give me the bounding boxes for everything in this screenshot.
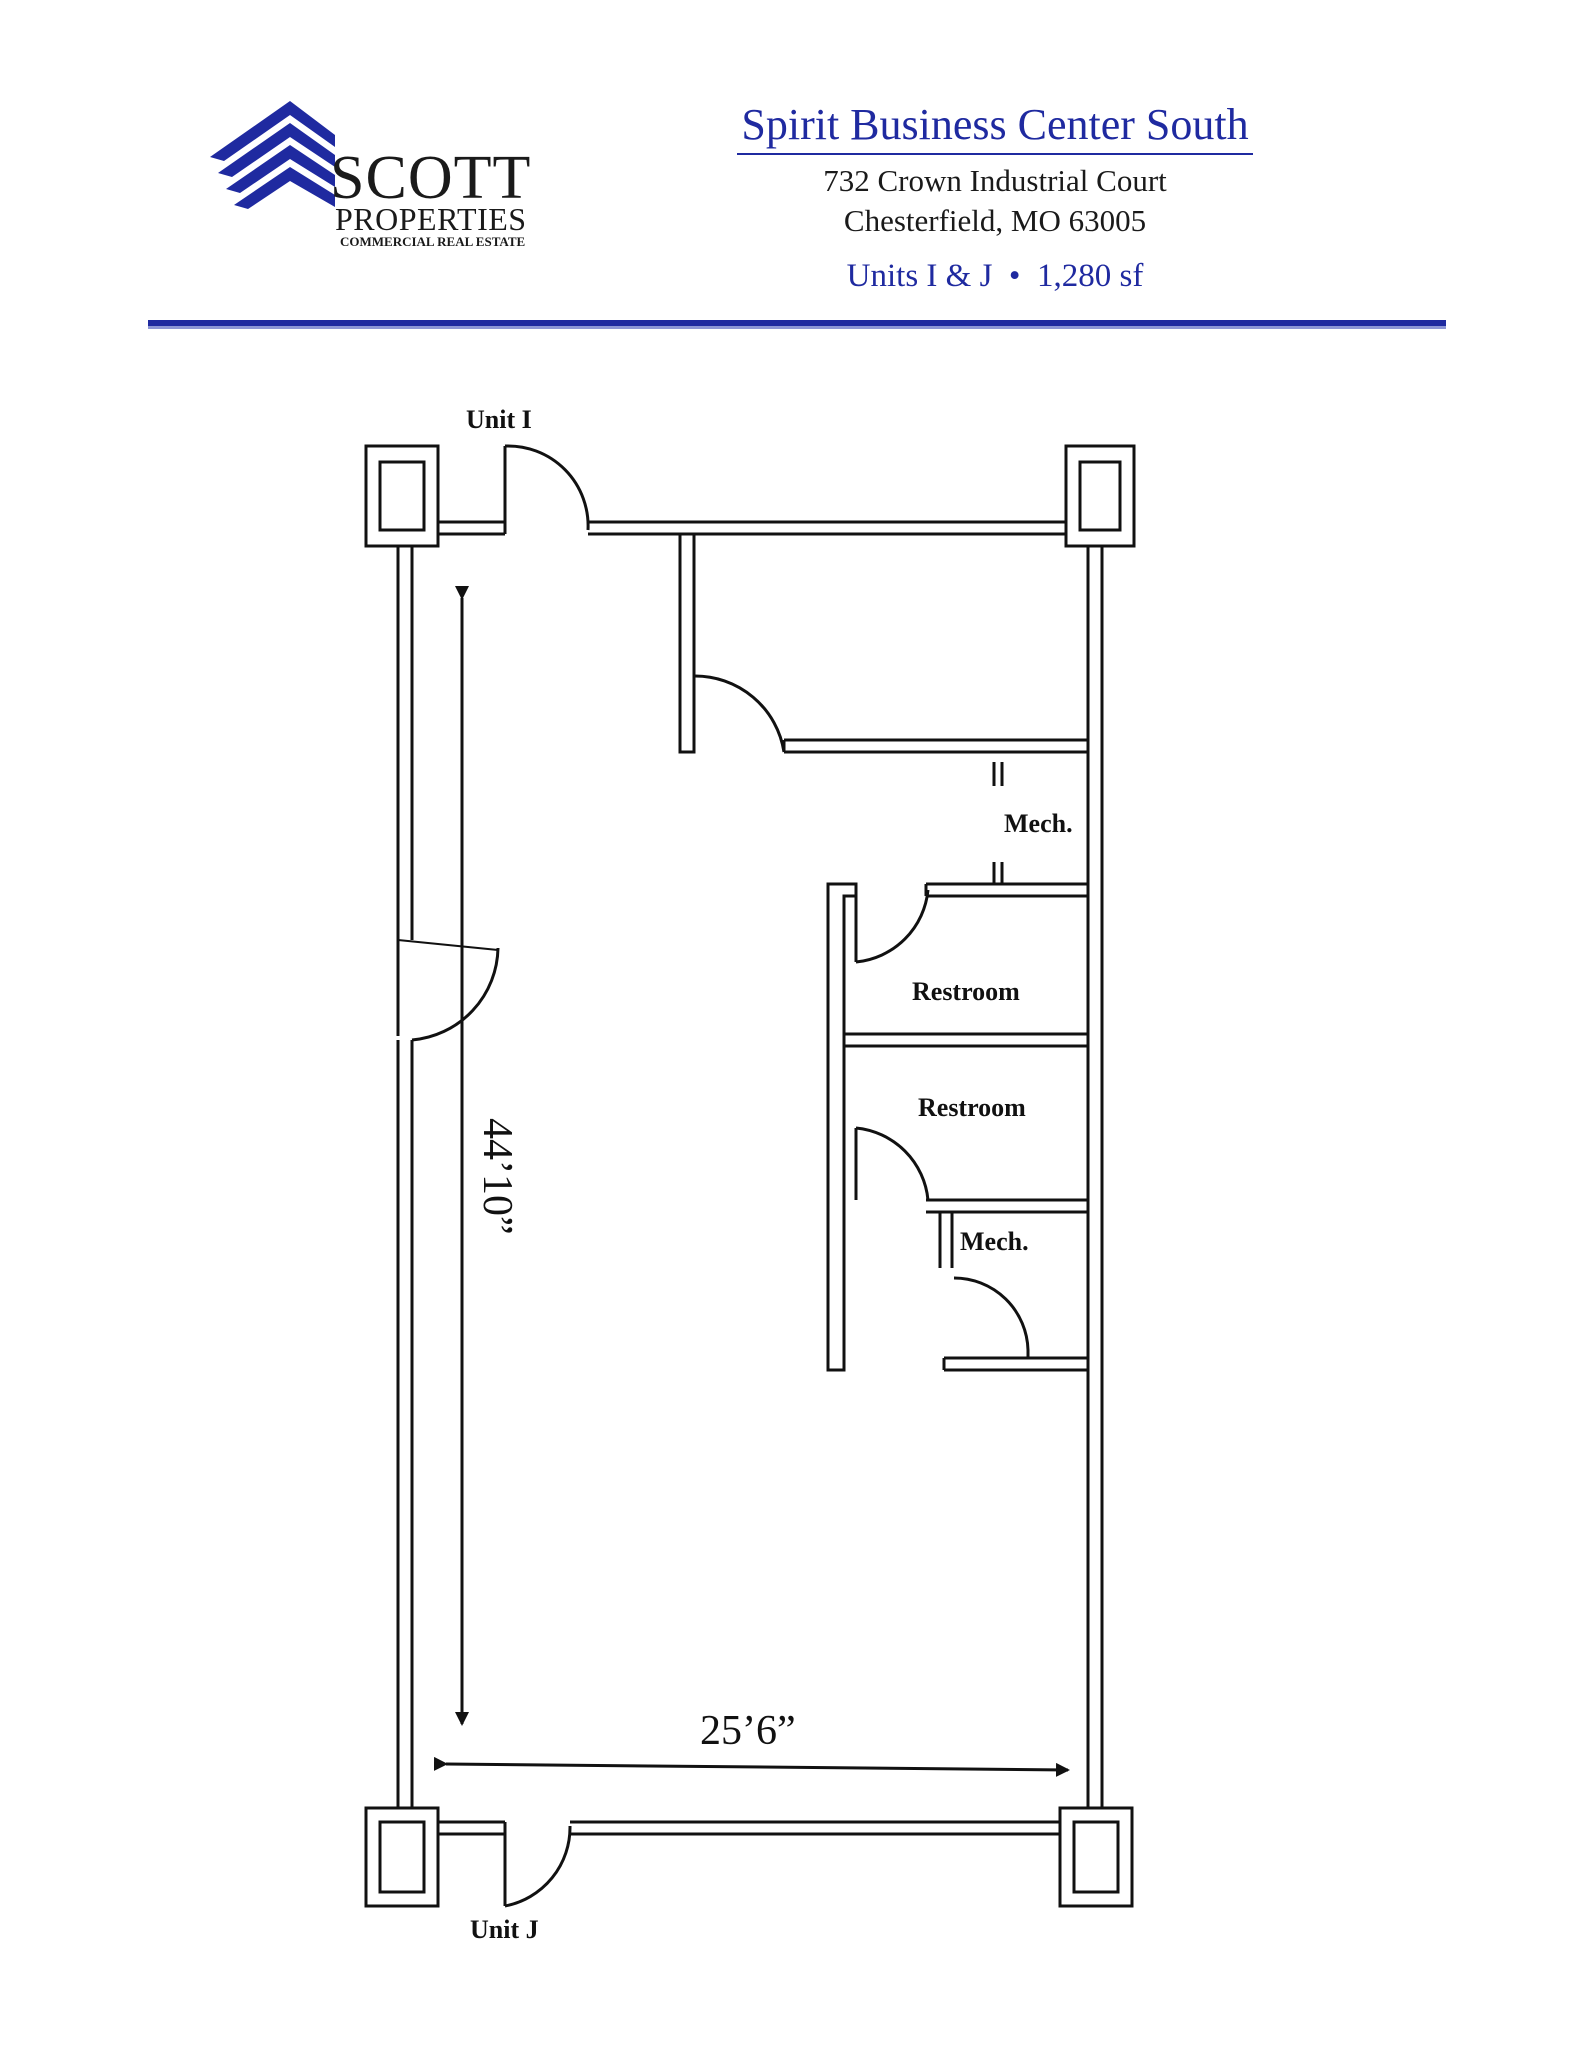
- mech-2-left-wall: [938, 1212, 954, 1268]
- address-line-1: 732 Crown Industrial Court: [823, 162, 1167, 198]
- restroom-left-wall: [826, 882, 858, 1372]
- logo-sub: PROPERTIES: [335, 201, 527, 237]
- unit-j-door-swing: [504, 1825, 572, 1908]
- dimension-lines: [433, 586, 1070, 1777]
- column-bottom-right: [1058, 1806, 1134, 1908]
- column-top-right: [1064, 444, 1136, 548]
- office-wall-horizontal: [784, 738, 1088, 754]
- unit-i-label: Unit I: [466, 405, 532, 434]
- restroom-bottom-wall: [926, 1198, 1088, 1214]
- logo-name: SCOTT: [330, 144, 532, 212]
- width-dimension-label: 25’6”: [700, 1708, 796, 1754]
- restroom-2-label: Restroom: [918, 1093, 1026, 1122]
- unit-j-label: Unit J: [470, 1915, 539, 1944]
- depth-dimension-label: 44’10”: [474, 1118, 520, 1235]
- property-header: Spirit Business Center South 732 Crown I…: [690, 100, 1300, 298]
- restroom-1-door-swing: [855, 889, 930, 964]
- office-wall-vertical: [678, 534, 696, 754]
- mech-2-door-swing: [953, 1276, 1030, 1351]
- left-wall-lower: [396, 1040, 414, 1808]
- top-wall-left: [438, 520, 505, 536]
- restroom-2-door-swing: [855, 1126, 930, 1201]
- mech-2-bottom-wall: [942, 1356, 1088, 1372]
- unit-i-door-swing: [504, 444, 590, 531]
- restroom-top-wall: [926, 882, 1088, 898]
- header-divider: [148, 320, 1446, 326]
- address-line-2: Chesterfield, MO 63005: [843, 202, 1147, 238]
- mech-1-label: Mech.: [1004, 809, 1073, 838]
- office-door-swing: [693, 674, 786, 753]
- property-title: Spirit Business Center South: [737, 100, 1253, 155]
- bottom-wall-left: [438, 1820, 505, 1836]
- left-wall-upper: [396, 546, 414, 940]
- column-top-left: [364, 444, 440, 548]
- top-wall-right: [588, 520, 1066, 536]
- units-area: Units I & J • 1,280 sf: [846, 258, 1144, 295]
- scott-properties-logo: SCOTT PROPERTIES COMMERCIAL REAL ESTATE: [210, 95, 550, 255]
- chevron-logo-icon: [210, 101, 335, 209]
- header-divider-shadow: [148, 326, 1446, 329]
- right-wall: [1086, 546, 1104, 1808]
- mech-1-jamb-top: [992, 762, 1004, 786]
- mech-1-jamb-bottom: [992, 862, 1004, 884]
- walls: [364, 444, 1136, 1908]
- column-bottom-left: [364, 1806, 440, 1908]
- bottom-wall-right: [570, 1820, 1060, 1836]
- restroom-divider-wall: [844, 1032, 1088, 1048]
- mech-2-label: Mech.: [960, 1227, 1029, 1256]
- restroom-1-label: Restroom: [912, 977, 1020, 1006]
- logo-tagline: COMMERCIAL REAL ESTATE: [340, 234, 526, 249]
- side-door-swing: [411, 947, 500, 1042]
- width-dimension-line: [433, 1756, 1070, 1777]
